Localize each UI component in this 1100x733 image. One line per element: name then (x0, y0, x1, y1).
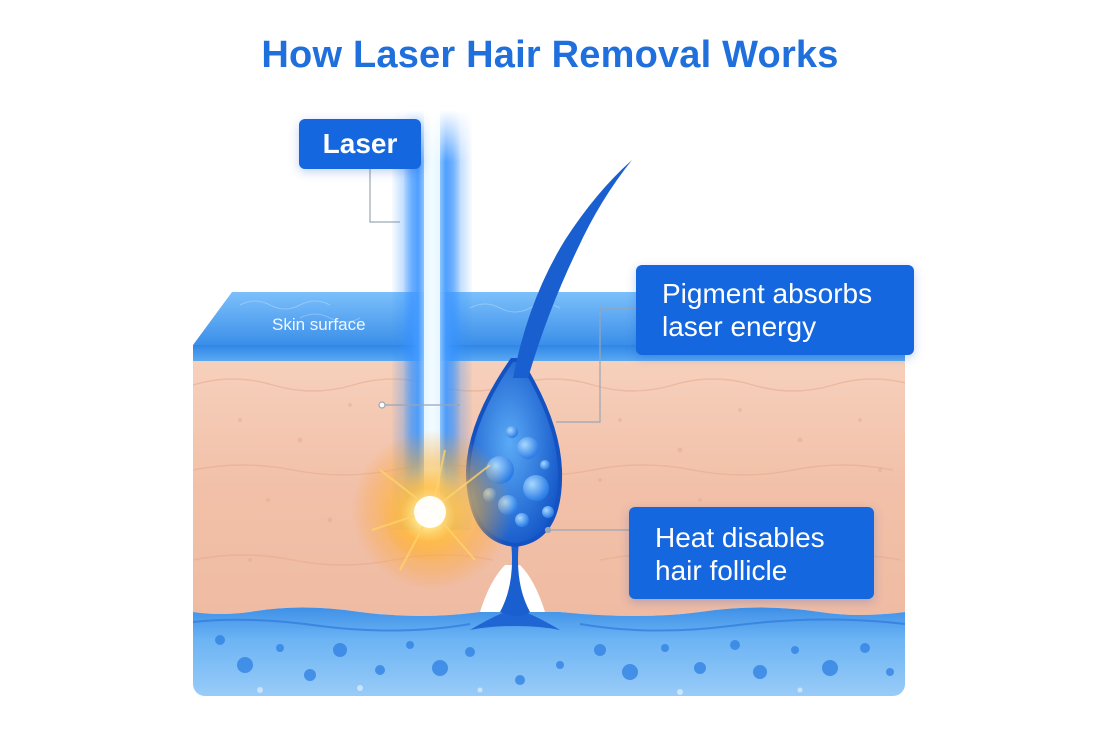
laser-callout: Laser (299, 119, 421, 169)
heat-label-line-1: Heat disables (655, 522, 825, 553)
heat-callout: Heat disables hair follicle (629, 507, 874, 599)
pigment-callout: Pigment absorbs laser energy (636, 265, 914, 355)
hair-shaft (513, 160, 632, 378)
heat-label-line-2: hair follicle (655, 555, 788, 586)
page-title: How Laser Hair Removal Works (261, 34, 839, 76)
heat-burst (352, 430, 512, 590)
leader-lines (369, 169, 636, 534)
laser-label: Laser (322, 128, 398, 159)
pigment-label-line-2: laser energy (662, 311, 817, 342)
pigment-label-line-1: Pigment absorbs (662, 278, 873, 309)
skin-surface-label: Skin surface (272, 315, 366, 334)
subcutaneous-layer (193, 607, 905, 696)
